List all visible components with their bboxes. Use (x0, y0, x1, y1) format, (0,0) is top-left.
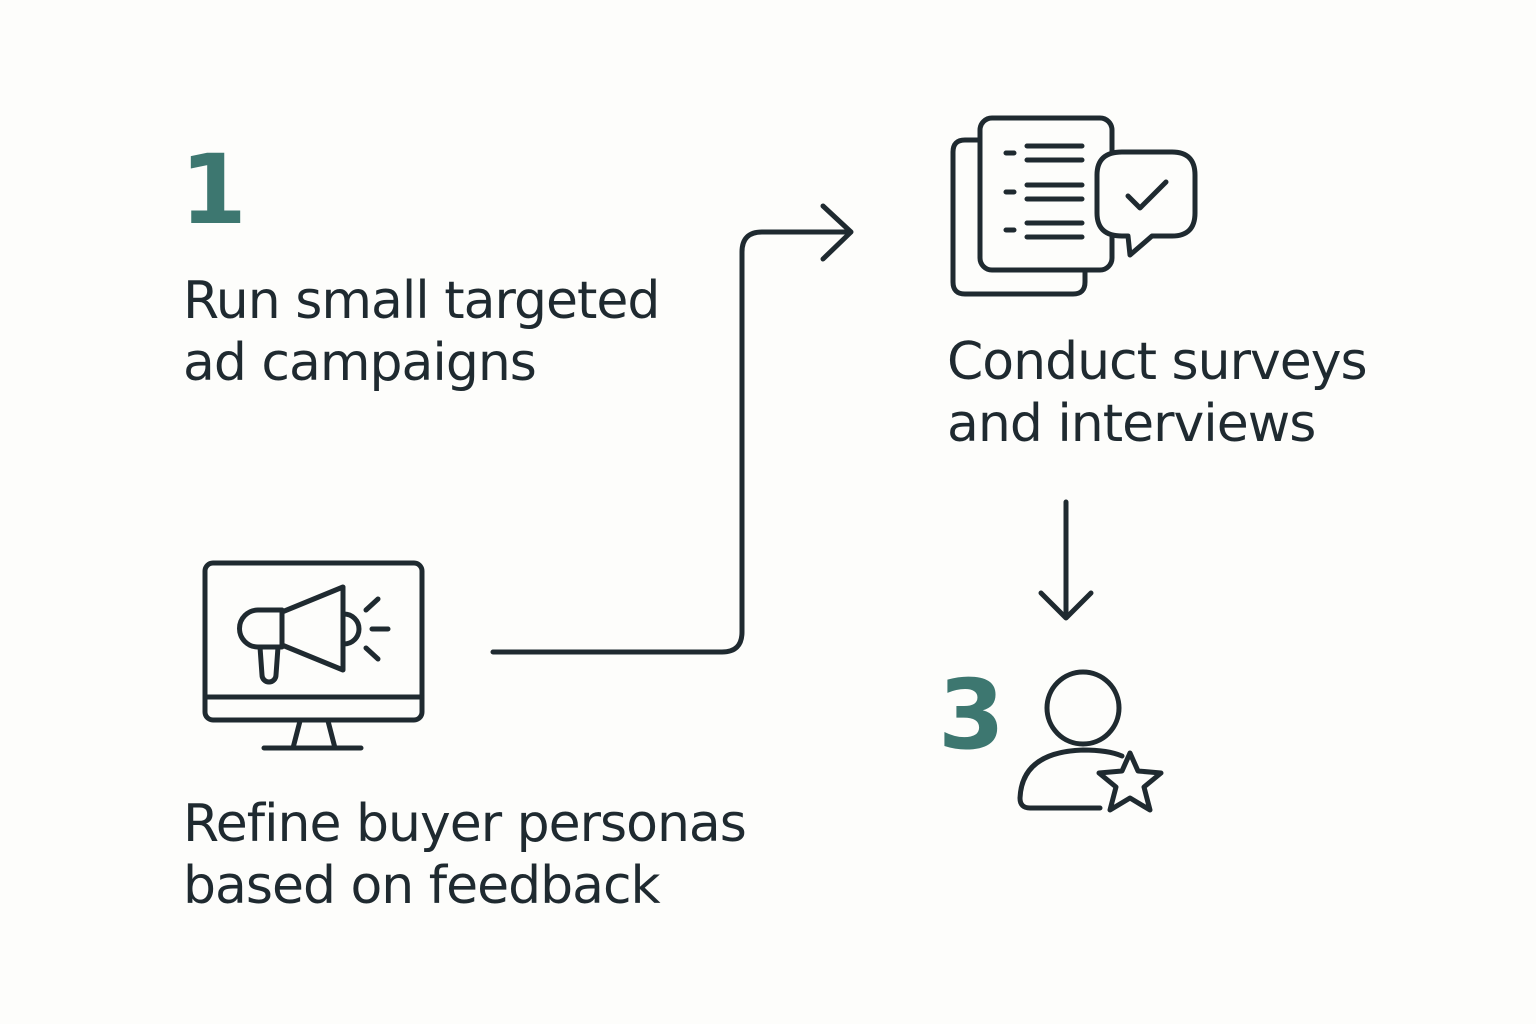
survey-document-check-icon (950, 115, 1198, 297)
step-2-label-line1: Conduct surveys (947, 332, 1368, 392)
step-2-label: Conduct surveys and interviews (947, 331, 1368, 455)
step-1-label: Run small targeted ad campaigns (183, 270, 660, 394)
connector-arrow (490, 203, 854, 655)
down-arrow (1038, 499, 1094, 621)
megaphone-monitor-icon (202, 560, 425, 751)
step-4-label-line2: based on feedback (183, 856, 661, 916)
step-1-number: 1 (180, 134, 247, 246)
step-4-label: Refine buyer personas based on feedback (183, 793, 747, 917)
step-2-label-line2: and interviews (947, 394, 1316, 454)
step-3-number: 3 (938, 659, 1005, 771)
user-star-icon (1017, 669, 1164, 813)
step-4-label-line1: Refine buyer personas (183, 794, 747, 854)
step-1-label-line1: Run small targeted (183, 271, 660, 331)
step-1-label-line2: ad campaigns (183, 333, 537, 393)
